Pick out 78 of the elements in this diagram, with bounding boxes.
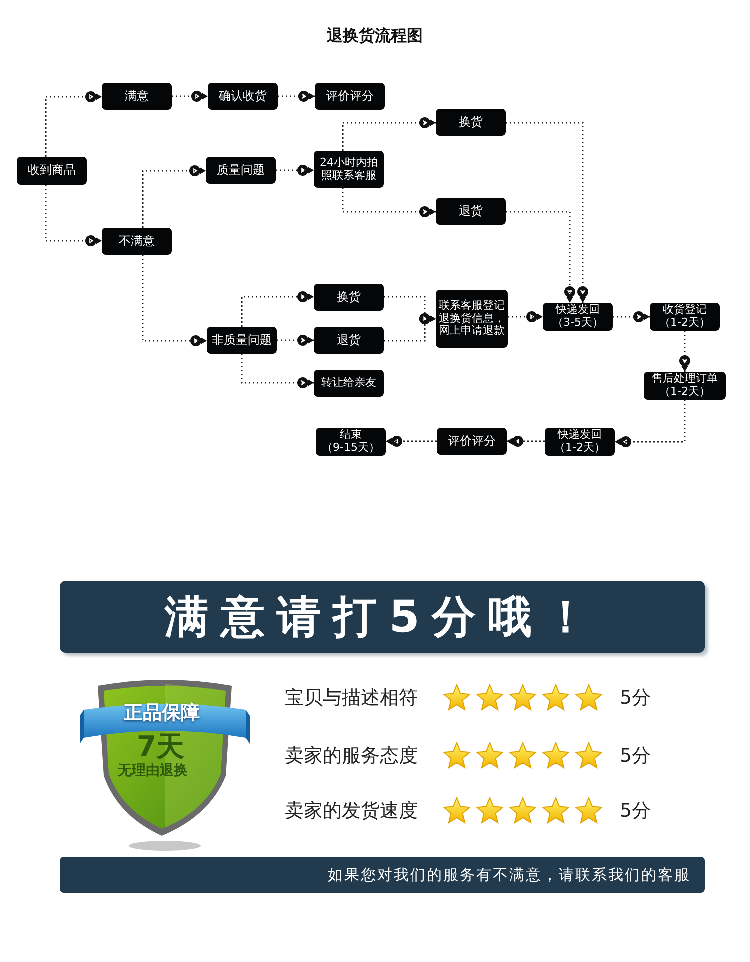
process-box	[17, 157, 87, 185]
process-box	[436, 109, 506, 136]
process-box	[436, 198, 506, 225]
process-box	[102, 83, 172, 110]
node-text: 售后处理订单	[652, 373, 718, 386]
badge-days-text: 7天	[137, 729, 184, 763]
score-text: 5分	[620, 686, 652, 711]
process-box	[208, 83, 278, 110]
dotted-arrow	[276, 165, 314, 176]
dotted-arrow	[277, 335, 314, 346]
process-box	[314, 370, 384, 397]
process-box	[644, 372, 726, 400]
node-text: 快递发回	[558, 429, 602, 442]
node-text: 退货	[459, 204, 483, 218]
process-box	[206, 157, 276, 184]
dotted-arrow	[45, 185, 102, 246]
dotted-arrow	[241, 354, 314, 388]
score-text: 5分	[620, 799, 652, 824]
node-text: 联系客服登记退换货信息，网上申请退款	[439, 300, 505, 338]
rating-item: 卖家的发货速度	[285, 799, 418, 824]
process-box	[543, 303, 613, 331]
dotted-arrow	[142, 166, 206, 228]
dotted-arrow	[45, 92, 102, 157]
dotted-arrow	[507, 436, 545, 447]
dotted-arrow	[506, 211, 576, 303]
dotted-arrow	[384, 314, 436, 342]
process-box	[650, 303, 720, 331]
badge-subtitle: 无理由退换	[118, 762, 188, 780]
dotted-arrow	[615, 400, 686, 448]
dotted-arrow	[506, 122, 588, 303]
ribbon-text: 正品保障	[124, 701, 200, 726]
rating-item: 卖家的服务态度	[285, 744, 418, 769]
dotted-arrow	[172, 91, 208, 102]
score-text: 5分	[620, 744, 652, 769]
node-text: 收到商品	[28, 164, 76, 178]
node-text: 换货	[459, 116, 483, 130]
node-text: （1-2天）	[660, 317, 710, 330]
process-box	[315, 83, 385, 110]
banner-title: 满意请打5分哦！	[165, 590, 600, 644]
dotted-arrow	[386, 436, 437, 447]
process-box	[436, 290, 508, 348]
node-text: 不满意	[119, 234, 155, 248]
process-box	[314, 284, 384, 311]
dotted-arrow	[241, 292, 314, 327]
node-text: 24小时内拍照联系客服	[319, 156, 379, 182]
process-box	[545, 428, 615, 456]
process-box	[437, 428, 507, 455]
process-box	[207, 327, 277, 354]
dotted-arrow	[680, 331, 690, 372]
node-text: 非质量问题	[212, 334, 272, 348]
footer-text: 如果您对我们的服务有不满意，请联系我们的客服	[328, 866, 691, 884]
rating-item: 宝贝与描述相符	[285, 686, 418, 711]
dotted-arrow	[342, 118, 436, 151]
process-box	[316, 428, 386, 456]
dotted-arrow	[142, 255, 207, 346]
node-text: 转让给亲友	[322, 377, 376, 390]
node-text: （9-15天）	[322, 442, 380, 455]
node-text: 评价评分	[326, 90, 374, 104]
node-text: 满意	[125, 90, 149, 104]
node-text: 换货	[337, 290, 361, 304]
dotted-arrow	[613, 312, 650, 322]
node-text: 评价评分	[448, 434, 496, 448]
dotted-arrow	[278, 91, 315, 102]
node-text: （1-2天）	[660, 386, 710, 399]
node-text: 质量问题	[217, 164, 265, 178]
node-text: 确认收货	[219, 90, 267, 104]
node-text: 结束	[340, 429, 362, 442]
process-box	[102, 228, 172, 255]
dotted-arrow	[342, 188, 436, 218]
node-text: （3-5天）	[552, 317, 604, 330]
process-box	[314, 327, 384, 354]
dotted-arrow	[508, 312, 543, 322]
process-box	[314, 151, 384, 188]
node-text: 收货登记	[663, 304, 707, 317]
diagram-title: 退换货流程图	[326, 26, 424, 47]
node-text: 快递发回	[556, 304, 600, 317]
node-text: 退货	[337, 334, 361, 348]
node-text: （1-2天）	[554, 442, 606, 455]
